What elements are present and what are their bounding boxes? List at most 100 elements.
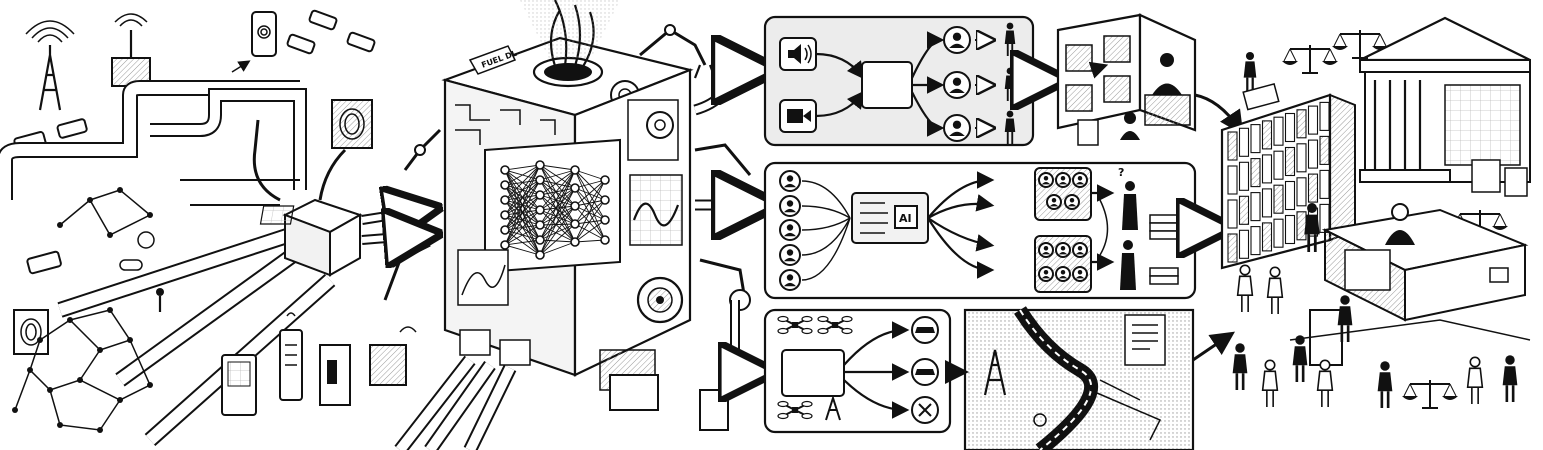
book-spine xyxy=(1227,233,1238,263)
document-icon xyxy=(1124,314,1166,366)
media-analysis-panel xyxy=(763,15,1035,147)
book-spine xyxy=(1238,195,1250,225)
machine-gear-icon xyxy=(636,276,684,324)
card-reader-icon xyxy=(319,344,351,406)
book-spine xyxy=(1319,169,1330,199)
drone-icon xyxy=(817,315,853,335)
neuron-node xyxy=(570,183,580,193)
courtroom-person-icon xyxy=(1337,295,1353,342)
neuron-node xyxy=(600,215,610,225)
book-spine xyxy=(1273,184,1284,214)
tower-icon xyxy=(825,394,841,421)
keypad-terminal-icon xyxy=(221,354,257,416)
neuron-node xyxy=(500,195,510,205)
computer-icon xyxy=(1489,267,1509,283)
walkie-talkie-icon xyxy=(279,312,303,401)
courtroom-person-icon xyxy=(1232,343,1248,390)
neuron-node xyxy=(570,165,580,175)
neuron-node xyxy=(535,250,545,260)
neuron-node xyxy=(535,190,545,200)
scales-of-justice-icon xyxy=(1282,45,1338,74)
courtroom-person-icon xyxy=(1316,359,1334,407)
book-spine xyxy=(1261,222,1273,252)
video-camera-icon xyxy=(787,109,811,123)
smartphone-fingerprint-icon xyxy=(251,11,277,57)
neuron-node xyxy=(600,195,610,205)
identity-avatar-icon xyxy=(943,26,971,54)
book-spine xyxy=(1296,143,1307,173)
ai-chip-icon: AI xyxy=(851,192,929,244)
book-spine xyxy=(1250,158,1261,188)
book-spine xyxy=(1307,105,1319,135)
input-person-icon xyxy=(779,195,801,217)
group-member-icon xyxy=(1055,242,1071,258)
group-member-icon xyxy=(1072,266,1088,282)
courtroom-person-icon xyxy=(1502,355,1518,402)
neuron-node xyxy=(535,220,545,230)
book-spine xyxy=(1273,218,1284,248)
bookshelf-icon xyxy=(1220,93,1356,270)
judge-bench-icon xyxy=(1321,203,1529,322)
group-member-icon xyxy=(1072,172,1088,188)
book-spine xyxy=(1250,192,1261,222)
infrastructure-map-panel xyxy=(963,306,1195,450)
group-member-icon xyxy=(1072,242,1088,258)
book-spine xyxy=(1250,226,1261,256)
analysis-box xyxy=(861,61,913,109)
courtroom-person-icon xyxy=(1466,356,1484,404)
courtroom-person-icon xyxy=(1292,335,1308,382)
book-spine xyxy=(1284,180,1296,211)
book-spine xyxy=(1227,199,1238,229)
group-member-icon xyxy=(1038,242,1054,258)
signal-box-icon xyxy=(369,326,417,386)
neuron-node xyxy=(570,237,580,247)
ai-chip-label: AI xyxy=(899,212,912,225)
group-member-icon xyxy=(1038,172,1054,188)
judge-figure-icon xyxy=(1243,51,1257,92)
fingerprint-scanner-icon xyxy=(13,99,373,355)
neuron-node xyxy=(500,165,510,175)
input-person-icon xyxy=(779,170,801,192)
input-person-icon xyxy=(779,269,801,291)
book-spine xyxy=(1284,214,1296,245)
identity-avatar-icon xyxy=(943,114,971,142)
neuron-node xyxy=(535,205,545,215)
book-spine xyxy=(1307,173,1319,203)
book-spine xyxy=(1319,101,1330,131)
input-person-icon xyxy=(779,219,801,241)
courthouse-icon xyxy=(1359,16,1531,183)
neuron-node xyxy=(500,180,510,190)
justice-section xyxy=(1220,16,1531,409)
input-person-icon xyxy=(779,244,801,266)
courtroom-person-icon xyxy=(1377,361,1393,408)
book-spine xyxy=(1238,229,1250,259)
video-conference-screen xyxy=(1056,13,1197,146)
book-spine xyxy=(1296,109,1307,139)
question-mark: ? xyxy=(1118,166,1124,179)
ai-classification-panel: AI ? xyxy=(763,161,1197,300)
official-figure-lower xyxy=(1120,240,1136,290)
suspect-figure-icon xyxy=(1004,110,1016,144)
neuron-node xyxy=(570,201,580,211)
identity-avatar-icon xyxy=(943,71,971,99)
book-spine xyxy=(1307,139,1319,169)
group-member-icon xyxy=(1055,172,1071,188)
antenna-box-icon xyxy=(111,13,151,87)
book-spine xyxy=(1296,211,1307,241)
book-spine xyxy=(1319,135,1330,165)
neuron-node xyxy=(535,235,545,245)
courtroom-person-icon xyxy=(1236,264,1254,312)
book-spine xyxy=(1227,131,1238,161)
official-figure-upper: ? xyxy=(1118,166,1138,230)
neuron-node xyxy=(500,240,510,250)
scales-of-justice-icon xyxy=(1402,380,1458,409)
lawyer-figure-icon xyxy=(1304,203,1320,252)
neuron-node xyxy=(600,235,610,245)
podium-icon xyxy=(1309,309,1343,366)
neuron-node xyxy=(500,210,510,220)
neuron-node xyxy=(570,219,580,229)
drone-tracking-panel xyxy=(763,308,952,434)
network-graph-icon xyxy=(12,187,164,433)
book-spine xyxy=(1319,203,1330,233)
